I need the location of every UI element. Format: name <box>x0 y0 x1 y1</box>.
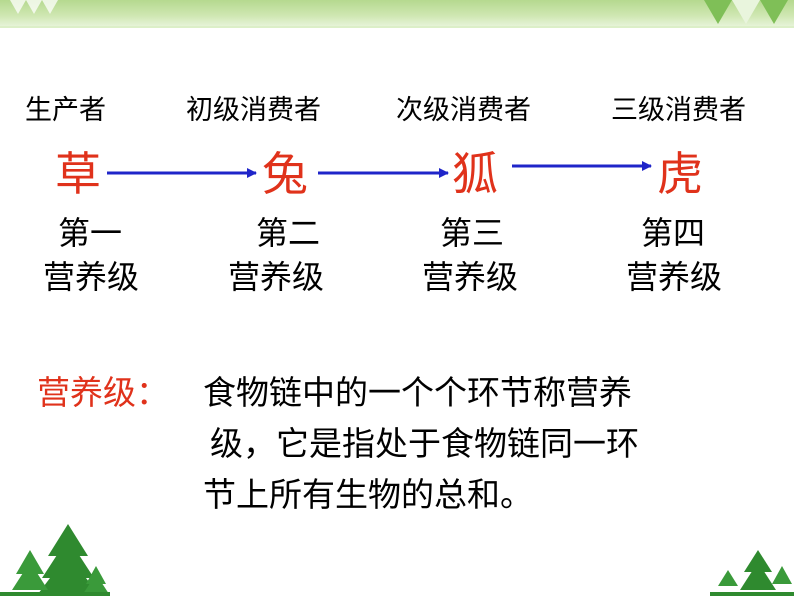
definition-line-1: 食物链中的一个个环节称营养 <box>203 373 632 412</box>
top-decor-band <box>0 0 794 26</box>
top-decor-edge <box>0 26 794 28</box>
level-1-ordinal: 第一 <box>58 214 123 252</box>
tree-icon <box>710 550 794 596</box>
role-primary-consumer: 初级消费者 <box>186 95 321 126</box>
level-2-ordinal: 第二 <box>256 214 321 252</box>
level-3-label: 营养级 <box>422 258 519 296</box>
role-tertiary-consumer: 三级消费者 <box>611 95 746 126</box>
tree-icon <box>0 524 110 596</box>
right-chevron-decor-icon <box>704 0 788 24</box>
organism-rabbit: 兔 <box>262 147 308 201</box>
level-4-ordinal: 第四 <box>641 214 706 252</box>
level-4-label: 营养级 <box>626 258 723 296</box>
definition-line-2: 级，它是指处于食物链同一环 <box>210 424 639 463</box>
definition-line-3: 节上所有生物的总和。 <box>203 475 533 514</box>
left-chevron-decor-icon <box>10 0 58 14</box>
role-secondary-consumer: 次级消费者 <box>396 95 531 126</box>
role-producer: 生产者 <box>25 95 106 126</box>
organism-fox: 狐 <box>452 147 498 201</box>
definition-label: 营养级： <box>37 373 169 412</box>
level-1-label: 营养级 <box>43 258 140 296</box>
organism-tiger: 虎 <box>657 147 703 201</box>
organism-grass: 草 <box>55 147 101 201</box>
level-2-label: 营养级 <box>228 258 325 296</box>
level-3-ordinal: 第三 <box>440 214 505 252</box>
